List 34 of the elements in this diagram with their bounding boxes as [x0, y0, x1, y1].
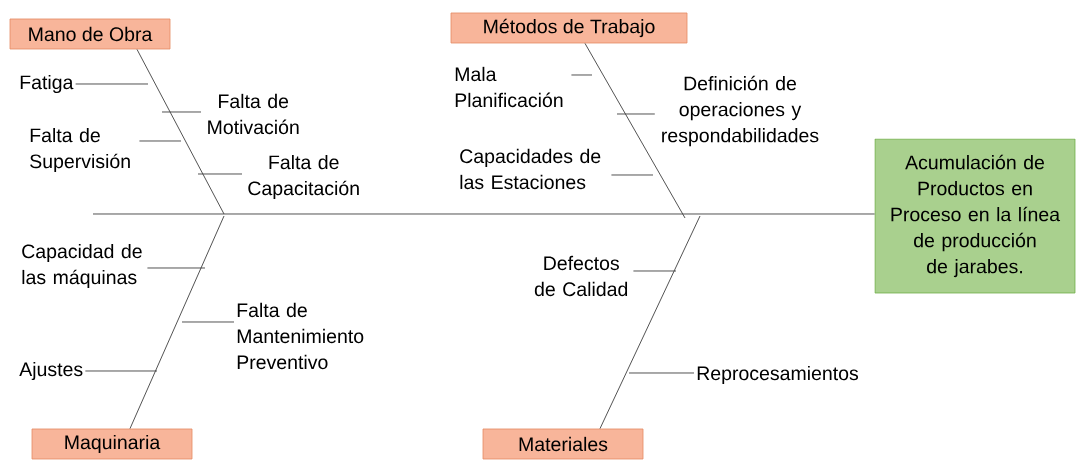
bone-line [584, 42, 686, 219]
cause-label: Falta de Mantenimiento Preventivo [237, 302, 364, 370]
leader-line [161, 111, 202, 113]
bone-line [129, 215, 225, 430]
effect-box: Acumulación de Productos en Proceso en la línea de producción de jarabes. [874, 138, 1076, 294]
cause-label: Ajustes [19, 361, 83, 381]
leader-line [610, 174, 654, 176]
cause-label: Mala Planificación [455, 66, 563, 108]
cause-label: Capacidad de las máquinas [22, 243, 142, 289]
leader-line [138, 140, 182, 142]
leader-line [146, 267, 206, 269]
bone-line [599, 215, 701, 430]
cause-label: Fatiga [20, 74, 74, 94]
leader-line [75, 83, 149, 85]
leader-line [628, 372, 695, 374]
leader-line [632, 270, 677, 272]
cause-label: Falta de Motivación [208, 93, 299, 135]
cause-label: Defectos de Calidad [534, 255, 628, 297]
cause-label: Falta de Capacitación [248, 154, 359, 200]
leader-line [181, 321, 235, 323]
cause-label: Definición de operaciones y respondabilidades [662, 75, 819, 147]
category-box: Métodos de Trabajo [450, 12, 688, 44]
cause-label: Falta de Supervisión [30, 127, 130, 173]
cause-label: Capacidades de las Estaciones [460, 148, 601, 190]
cause-label: Reprocesamientos [697, 365, 859, 385]
leader-line [197, 173, 243, 175]
spine-line [92, 213, 876, 215]
leader-line [84, 370, 158, 372]
bone-line [136, 48, 225, 215]
category-box: Mano de Obra [9, 18, 171, 50]
category-box: Materiales [482, 428, 644, 460]
category-box: Maquinaria [31, 428, 193, 460]
leader-line [570, 74, 593, 76]
leader-line [616, 113, 656, 115]
